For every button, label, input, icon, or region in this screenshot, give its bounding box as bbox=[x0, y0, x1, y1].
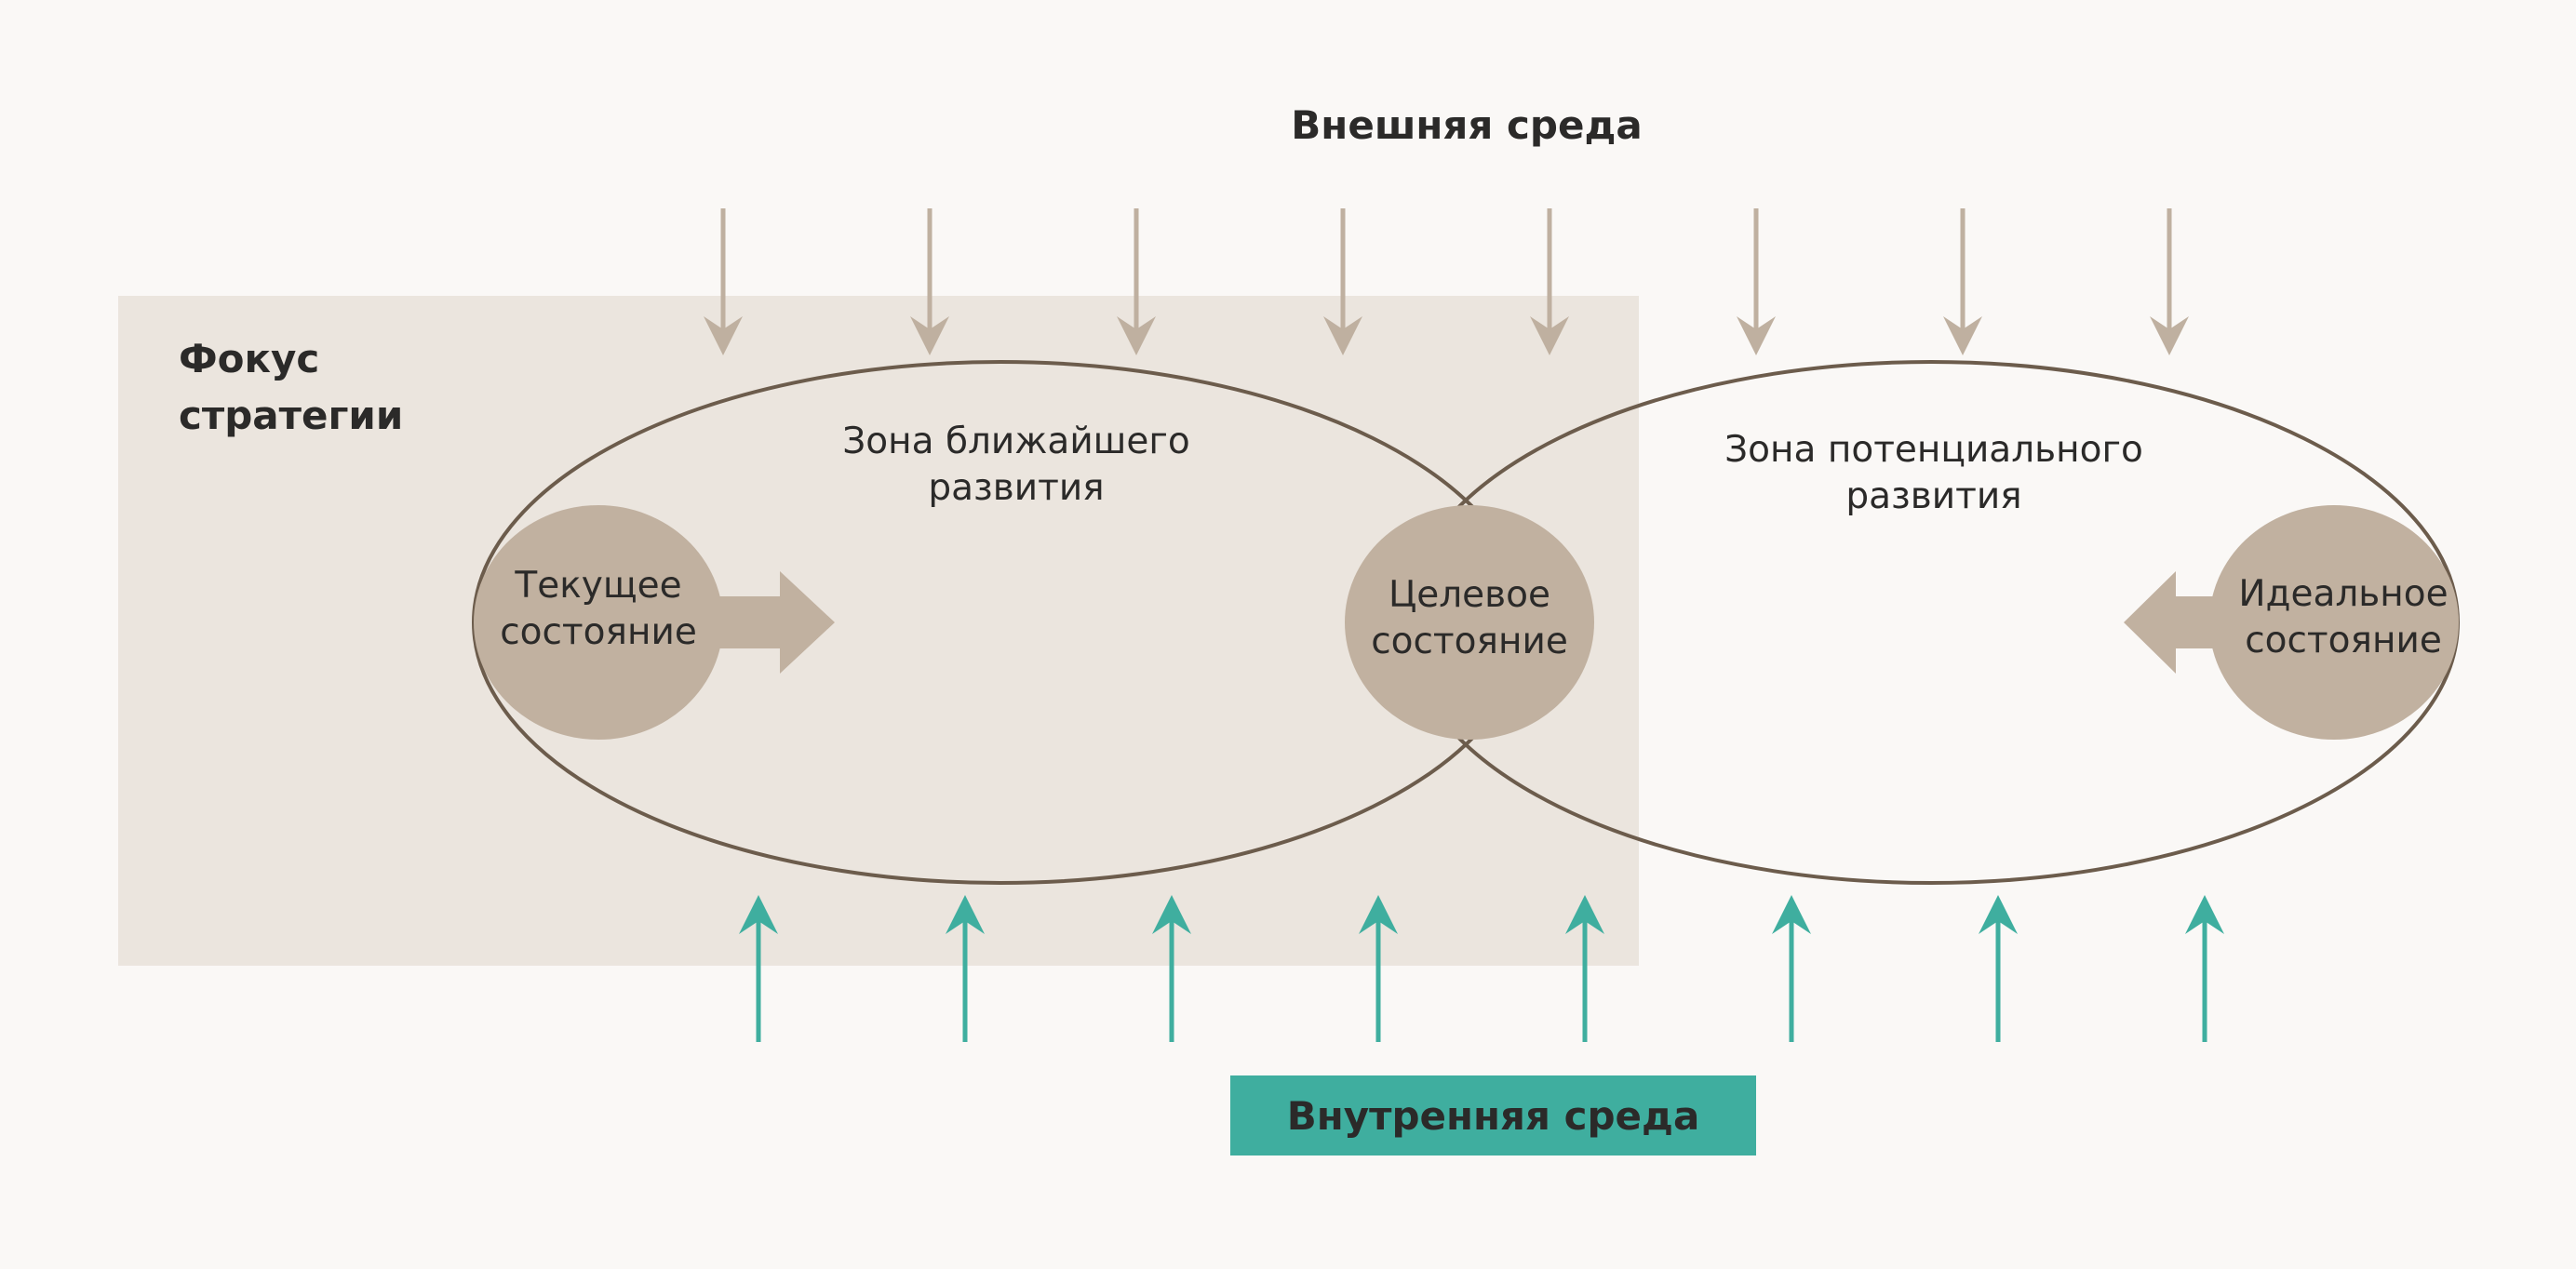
target-state-circle bbox=[1345, 505, 1594, 740]
external-influence-arrow bbox=[1323, 208, 1362, 355]
near-zone-line-1: Зона ближайшего bbox=[842, 421, 1190, 462]
external-influence-arrow bbox=[2150, 208, 2189, 355]
external-influence-arrow bbox=[1943, 208, 1982, 355]
ideal-state-circle bbox=[2209, 505, 2459, 740]
current-state-label: Текущее состояние bbox=[449, 563, 747, 656]
external-influence-arrow bbox=[704, 208, 743, 355]
internal-environment-box bbox=[1230, 1075, 1756, 1155]
current-state-line-1: Текущее bbox=[515, 565, 682, 607]
internal-influence-arrow bbox=[2185, 895, 2224, 1042]
internal-influence-arrow bbox=[1565, 895, 1604, 1042]
internal-influence-arrow bbox=[1359, 895, 1398, 1042]
internal-influence-arrow bbox=[1979, 895, 2018, 1042]
internal-environment-label: Внутренняя среда bbox=[1286, 1093, 1700, 1139]
external-environment-label: Внешняя среда bbox=[1291, 102, 1643, 148]
potential-zone-line-2: развития bbox=[1845, 474, 2022, 517]
ideal-state-label: Идеальное состояние bbox=[2194, 571, 2492, 664]
external-arrows bbox=[704, 208, 2189, 355]
strategy-focus-line-2: стратегии bbox=[179, 392, 404, 438]
target-state-line-1: Целевое bbox=[1388, 574, 1551, 616]
target-state-label: Целевое состояние bbox=[1321, 572, 1618, 665]
current-state-direction-arrow bbox=[717, 571, 835, 674]
internal-influence-arrow bbox=[946, 895, 985, 1042]
external-influence-arrow bbox=[910, 208, 949, 355]
ideal-state-direction-arrow bbox=[2124, 571, 2220, 674]
ideal-state-line-2: состояние bbox=[2245, 619, 2442, 661]
near-zone-line-2: развития bbox=[928, 466, 1105, 509]
current-state-line-2: состояние bbox=[500, 610, 697, 653]
target-state-line-2: состояние bbox=[1371, 620, 1568, 662]
potential-development-zone-label: Зона потенциального развития bbox=[1655, 427, 2213, 520]
internal-influence-arrow bbox=[1772, 895, 1811, 1042]
near-development-zone-label: Зона ближайшего развития bbox=[737, 419, 1295, 512]
internal-influence-arrow bbox=[1152, 895, 1191, 1042]
current-state-circle bbox=[474, 505, 723, 740]
external-influence-arrow bbox=[1737, 208, 1776, 355]
ideal-state-line-1: Идеальное bbox=[2238, 573, 2449, 615]
strategy-focus-label: Фокус стратегии bbox=[179, 331, 403, 445]
strategy-focus-line-1: Фокус bbox=[179, 336, 320, 381]
external-influence-arrow bbox=[1117, 208, 1156, 355]
potential-zone-line-1: Зона потенциального bbox=[1724, 429, 2143, 471]
external-influence-arrow bbox=[1530, 208, 1569, 355]
internal-influence-arrow bbox=[739, 895, 778, 1042]
internal-arrows bbox=[739, 895, 2224, 1042]
